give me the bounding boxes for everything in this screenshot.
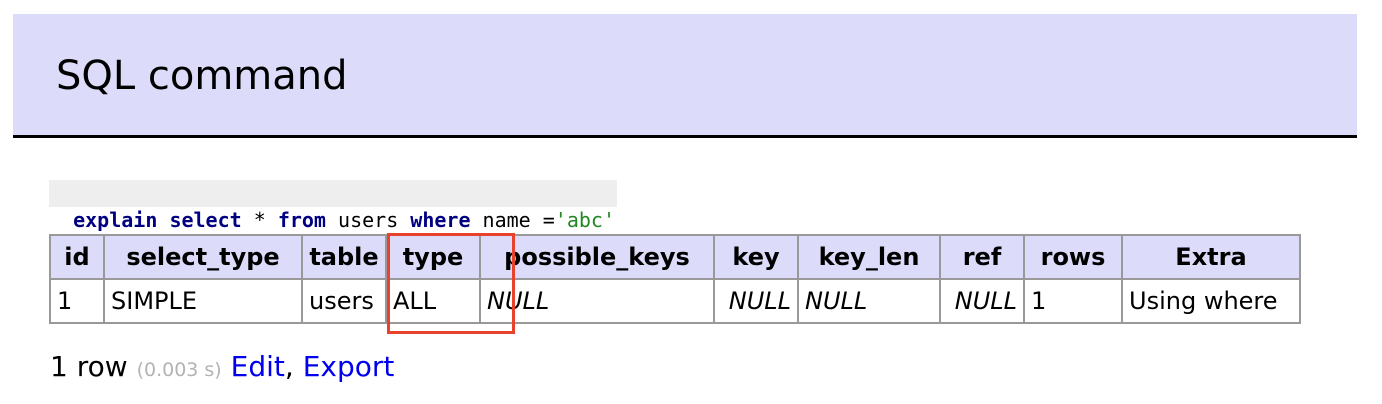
column-header-rows: rows <box>1023 234 1123 280</box>
column-header-key-len: key_len <box>797 234 941 280</box>
cell-table: users <box>301 278 387 324</box>
cell-possible-keys: NULL <box>479 278 715 324</box>
query-time: (0.003 s) <box>136 359 222 381</box>
cell-id: 1 <box>49 278 105 324</box>
sql-text <box>157 208 169 232</box>
sql-text: name = <box>470 208 555 232</box>
cell-key-len: NULL <box>797 278 941 324</box>
column-header-key: key <box>713 234 799 280</box>
page-header: SQL command <box>13 14 1357 138</box>
link-separator: , <box>284 350 294 383</box>
cell-select-type: SIMPLE <box>103 278 303 324</box>
sql-keyword: select <box>169 208 242 232</box>
column-header-id: id <box>49 234 105 280</box>
cell-type: ALL <box>385 278 481 324</box>
sql-keyword: explain <box>73 208 158 232</box>
column-header-type: type <box>385 234 481 280</box>
sql-keyword: from <box>277 208 326 232</box>
column-header-possible-keys: possible_keys <box>479 234 715 280</box>
page-title: SQL command <box>56 53 348 99</box>
sql-text: users <box>325 208 411 232</box>
cell-ref: NULL <box>939 278 1025 324</box>
sql-string: 'abc' <box>554 208 616 232</box>
sql-keyword: where <box>410 208 471 232</box>
sql-text: * <box>241 208 278 232</box>
column-header-extra: Extra <box>1121 234 1301 280</box>
cell-rows: 1 <box>1023 278 1123 324</box>
edit-link[interactable]: Edit <box>230 350 285 383</box>
explain-result-table: id select_type table type possible_keys … <box>49 234 1301 324</box>
sql-query: explain select * from users where name =… <box>49 180 618 232</box>
cell-extra: Using where <box>1121 278 1301 324</box>
cell-key: NULL <box>713 278 799 324</box>
column-header-select-type: select_type <box>103 234 303 280</box>
column-header-ref: ref <box>939 234 1025 280</box>
column-header-table: table <box>301 234 387 280</box>
row-count: 1 row <box>50 350 128 383</box>
export-link[interactable]: Export <box>302 350 395 383</box>
result-footer: 1 row (0.003 s) Edit, Export <box>50 350 394 387</box>
table-row: 1 SIMPLE users ALL NULL NULL NULL NULL 1… <box>49 278 1301 324</box>
table-header-row: id select_type table type possible_keys … <box>49 234 1301 280</box>
